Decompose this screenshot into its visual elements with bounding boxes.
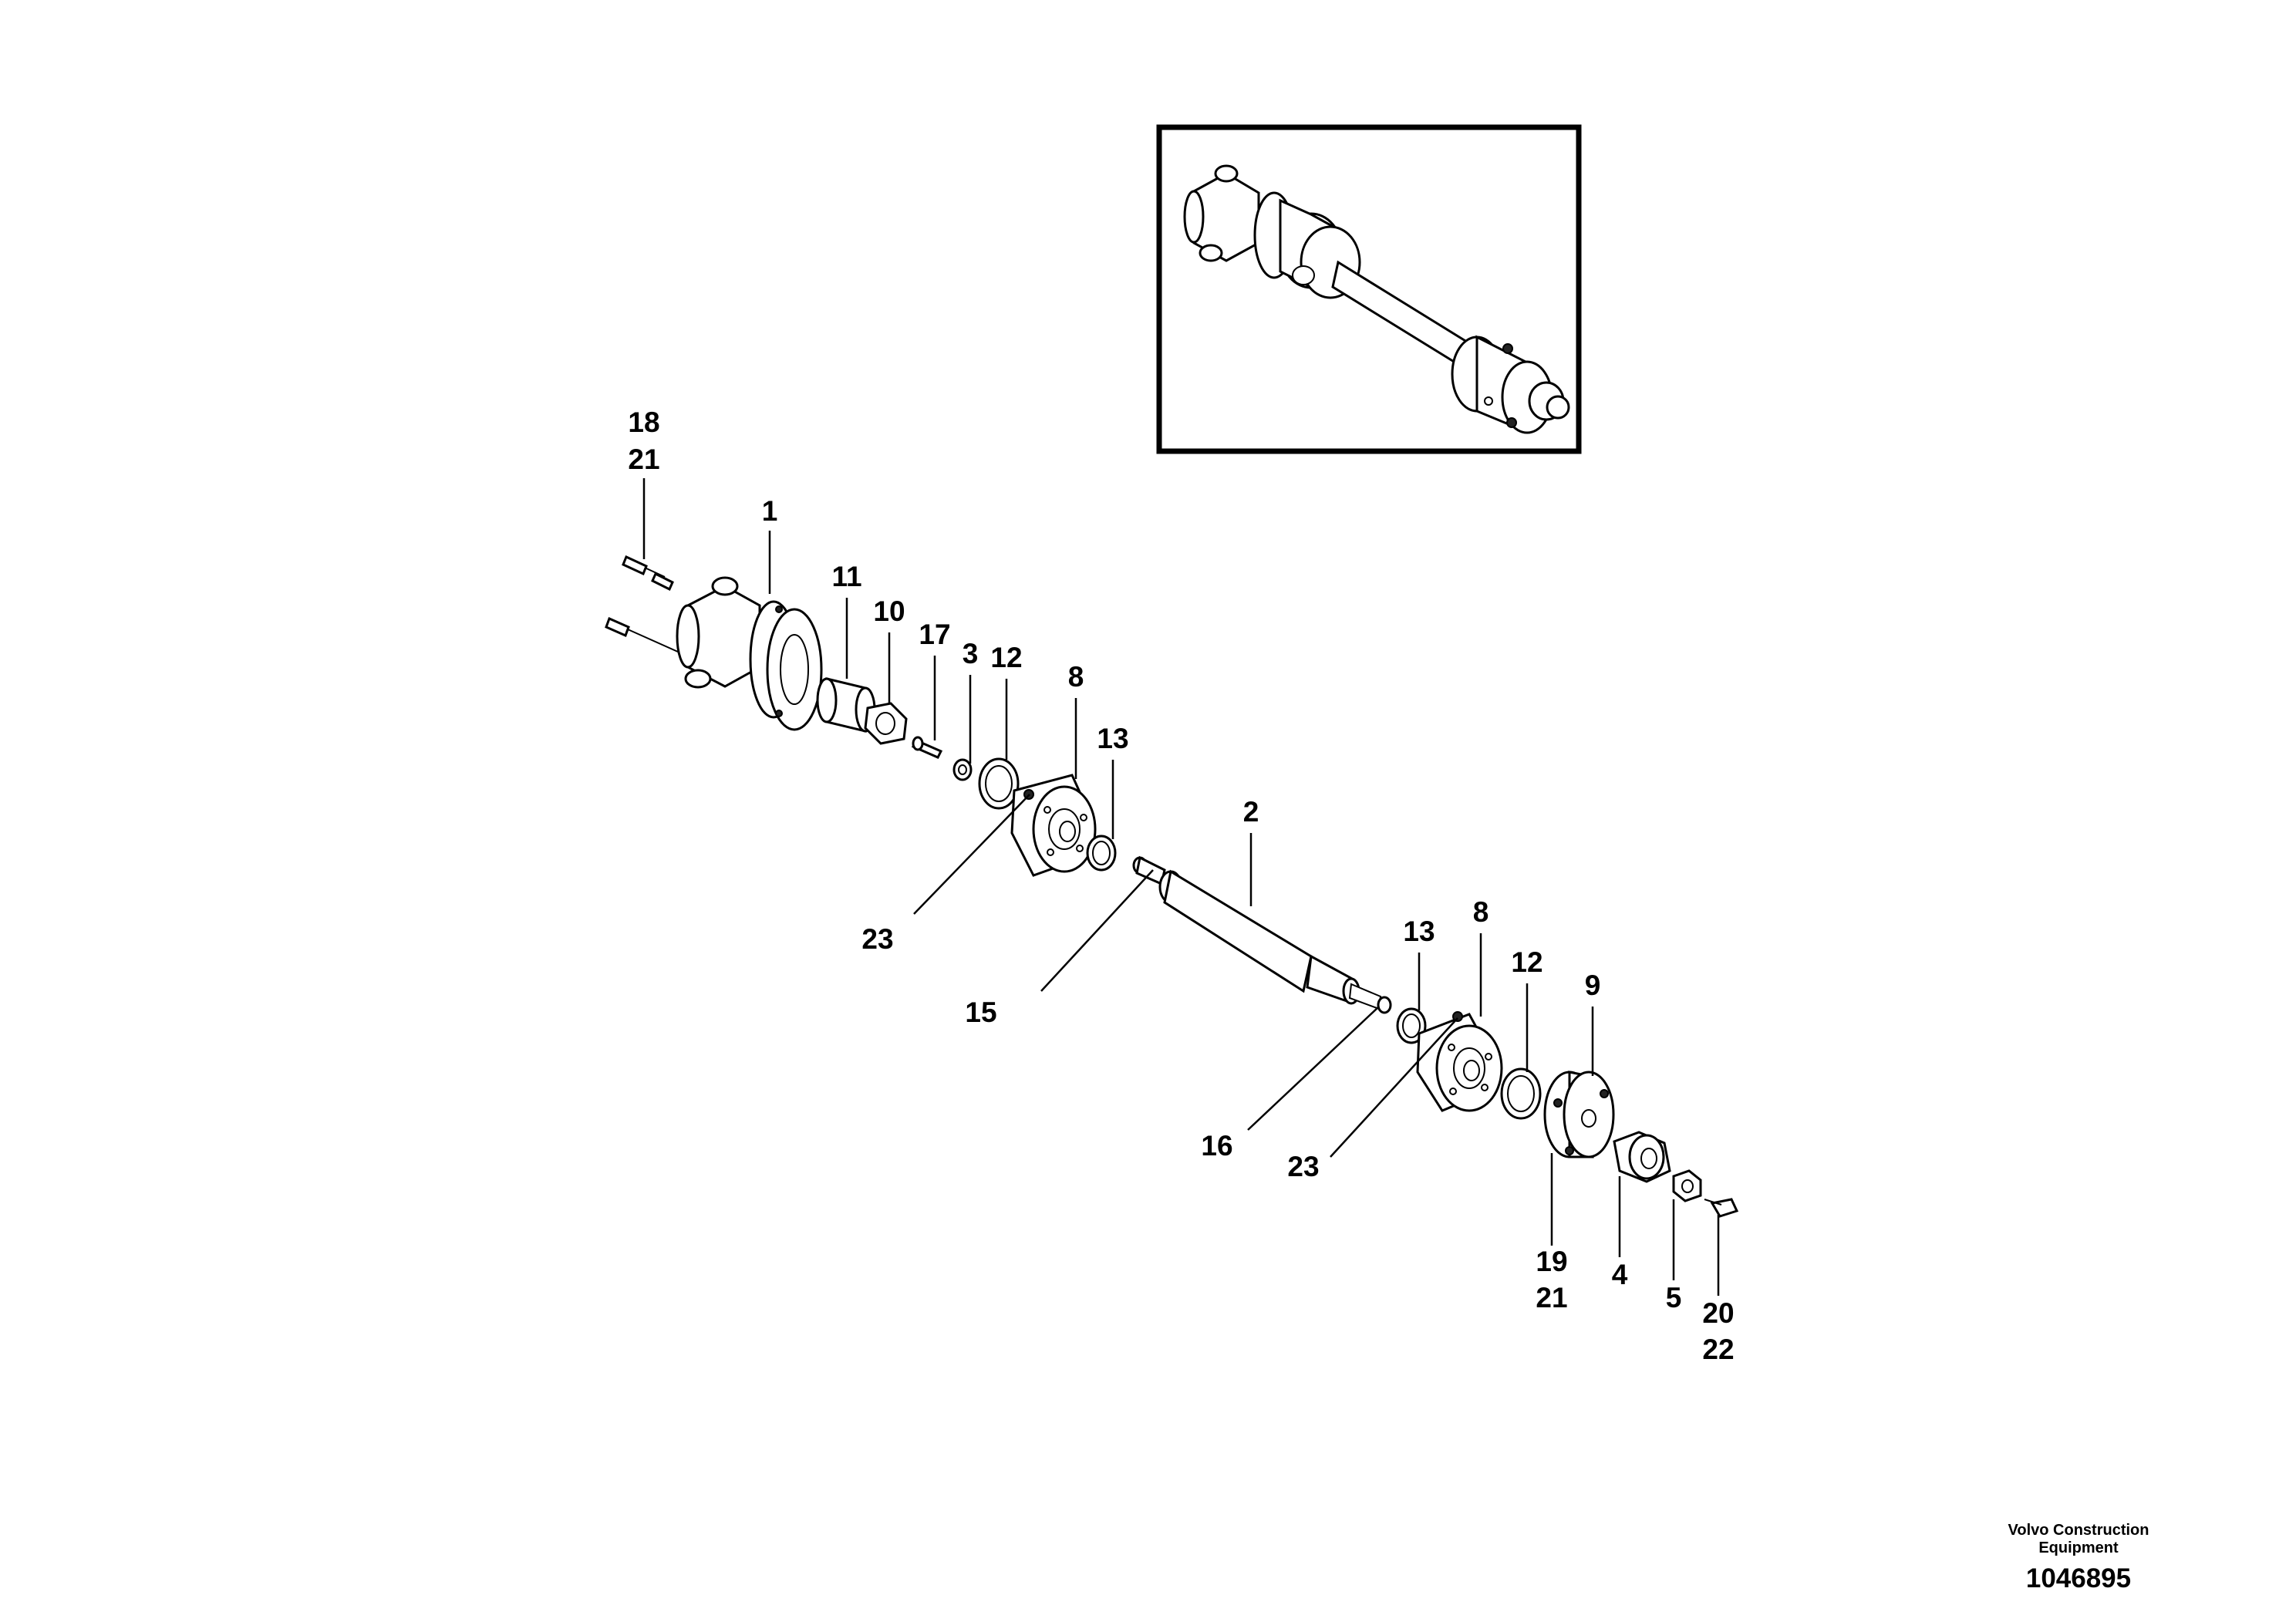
callout-5: 5 <box>1666 1282 1682 1313</box>
flange-8-upper <box>1010 774 1097 877</box>
callout-19: 19 <box>1536 1246 1567 1277</box>
coupling-nut-4 <box>1613 1131 1671 1183</box>
callout-13-lower: 13 <box>1403 916 1435 947</box>
callout-21-upper: 21 <box>628 443 659 475</box>
seal-ring-12-upper <box>978 757 1020 810</box>
callout-9: 9 <box>1585 969 1601 1001</box>
callout-8-lower: 8 <box>1473 896 1489 928</box>
hub-plate-9 <box>1543 1071 1615 1158</box>
coupling-housing-1 <box>676 576 823 731</box>
shaft-2 <box>1132 855 1392 1014</box>
nut-10 <box>864 702 908 745</box>
washer-5 <box>1672 1169 1702 1202</box>
bolt-20 <box>1704 1198 1739 1218</box>
callout-18: 18 <box>628 406 659 438</box>
callout-10: 10 <box>873 595 905 627</box>
callout-3: 3 <box>963 638 979 669</box>
callout-8-upper: 8 <box>1068 661 1084 693</box>
callout-23-upper: 23 <box>861 923 893 955</box>
washer-3 <box>952 758 973 781</box>
inset-frame <box>1156 124 1582 454</box>
callout-2: 2 <box>1243 796 1259 828</box>
oring-13-upper <box>1086 835 1117 872</box>
seal-ring-12-lower <box>1500 1067 1542 1120</box>
callout-17: 17 <box>919 619 950 650</box>
callout-13-upper: 13 <box>1097 723 1128 754</box>
brand-line-2: Equipment <box>2038 1539 2119 1556</box>
callout-16: 16 <box>1201 1130 1232 1162</box>
drawing-footer: Volvo Construction Equipment 1046895 <box>2008 1522 2149 1593</box>
inset-shaft <box>1331 260 1471 369</box>
callout-22: 22 <box>1702 1334 1734 1365</box>
assembled-view-inset <box>1156 124 1582 454</box>
drawing-number: 1046895 <box>2026 1563 2131 1593</box>
leader-lines <box>642 478 1720 1296</box>
callout-15: 15 <box>965 996 996 1028</box>
oring-13-lower <box>1396 1007 1427 1044</box>
inset-end-flange <box>1451 335 1570 434</box>
callout-labels: 18 21 1 11 10 17 3 12 8 13 2 23 15 13 8 … <box>628 406 1734 1365</box>
callout-11: 11 <box>831 561 861 592</box>
callout-12-upper: 12 <box>990 642 1022 673</box>
inset-coupling <box>1183 164 1361 299</box>
bolt-18 <box>622 555 674 592</box>
bolt-21-lower <box>605 616 687 656</box>
pin-17 <box>911 736 943 759</box>
callout-21-lower: 21 <box>1536 1282 1567 1313</box>
brand-line-1: Volvo Construction <box>2008 1522 2149 1539</box>
callout-4: 4 <box>1612 1259 1628 1290</box>
callout-1: 1 <box>762 495 778 527</box>
flange-8-lower <box>1416 1011 1503 1112</box>
callout-12-lower: 12 <box>1511 946 1542 978</box>
callout-23-lower: 23 <box>1287 1151 1319 1182</box>
callout-20: 20 <box>1702 1297 1734 1329</box>
